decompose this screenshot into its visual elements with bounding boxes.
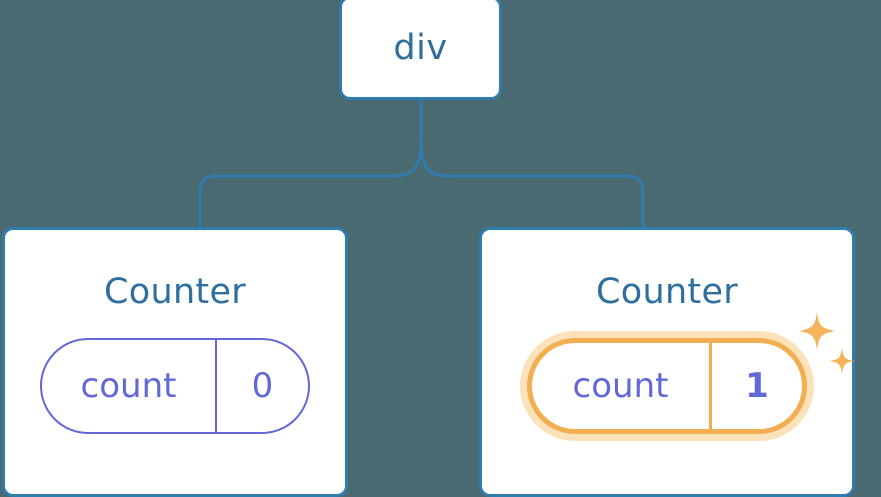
state-value-cell-left: 0	[217, 340, 308, 432]
connector-branch-left	[198, 141, 423, 229]
state-value-cell-right: 1	[712, 343, 802, 429]
state-value-label-left: 0	[251, 366, 274, 406]
connector-branch-right	[419, 141, 645, 229]
node-counter-left[interactable]: Counter count 0	[2, 227, 348, 497]
state-pill-right[interactable]: count 1	[527, 338, 807, 434]
node-counter-left-title: Counter	[104, 272, 246, 312]
state-value-label-right: 1	[745, 366, 769, 406]
state-key-label-right: count	[572, 366, 669, 406]
state-key-cell-left: count	[42, 340, 217, 432]
node-counter-right-title: Counter	[596, 272, 738, 312]
node-div-label: div	[393, 27, 448, 68]
state-pill-left[interactable]: count 0	[40, 338, 310, 434]
state-key-label-left: count	[80, 366, 177, 406]
state-pill-wrapper-right: count 1	[527, 312, 855, 434]
node-counter-right[interactable]: Counter count 1	[479, 227, 855, 497]
node-div[interactable]: div	[339, 0, 502, 100]
sparkle-small-icon	[829, 348, 855, 374]
sparkle-large-icon	[799, 312, 835, 350]
state-key-cell-right: count	[532, 343, 712, 429]
sparkle-icon-group	[799, 312, 855, 374]
state-pill-wrapper-left: count 0	[40, 338, 310, 434]
